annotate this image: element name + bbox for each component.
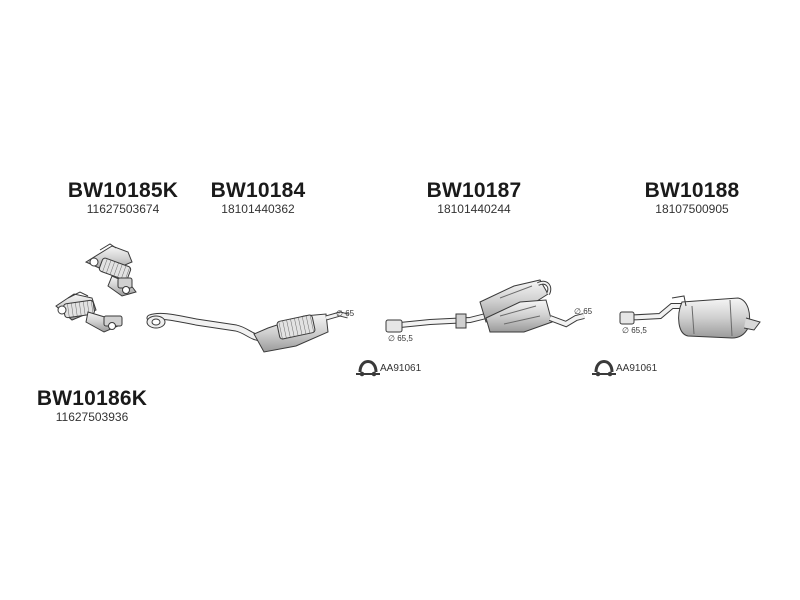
part-label-bw10186k: BW10186K 11627503936 [24, 388, 160, 423]
oem-number: 11627503674 [86, 202, 160, 216]
oem-number: 18101440362 [221, 202, 295, 216]
part-label-bw10187: BW10187 18101440244 [412, 180, 536, 215]
clamp-1-drawing [356, 360, 380, 377]
part-label-bw10188: BW10188 18107500905 [630, 180, 754, 215]
front-pipe-bw10184-drawing [146, 311, 349, 353]
oem-number: 18107500905 [655, 202, 729, 216]
clamp-2-drawing [592, 360, 616, 377]
front-pipe-outlet-diameter: ∅ 65 [336, 309, 355, 318]
part-code: BW10186K [36, 387, 148, 410]
middle-outlet-diameter: ∅ 65 [574, 307, 593, 316]
manifold-bw10186k-drawing [55, 291, 123, 333]
middle-inlet-diameter: ∅ 65,5 [388, 334, 413, 343]
clamp-code-1: AA91061 [380, 363, 422, 374]
part-label-bw10185k: BW10185K 11627503674 [58, 180, 188, 215]
manifold-bw10185k-drawing [84, 243, 137, 297]
part-label-bw10184: BW10184 18101440362 [196, 180, 320, 215]
middle-silencer-bw10187-drawing [385, 279, 585, 333]
rear-silencer-bw10188-drawing [619, 295, 761, 339]
rear-inlet-diameter: ∅ 65,5 [622, 326, 647, 335]
part-code: BW10188 [644, 179, 740, 202]
part-code: BW10185K [67, 179, 179, 202]
part-code: BW10184 [210, 179, 306, 202]
oem-number: 11627503936 [55, 410, 129, 424]
clamp-code-2: AA91061 [616, 363, 658, 374]
part-code: BW10187 [426, 179, 522, 202]
oem-number: 18101440244 [437, 202, 511, 216]
